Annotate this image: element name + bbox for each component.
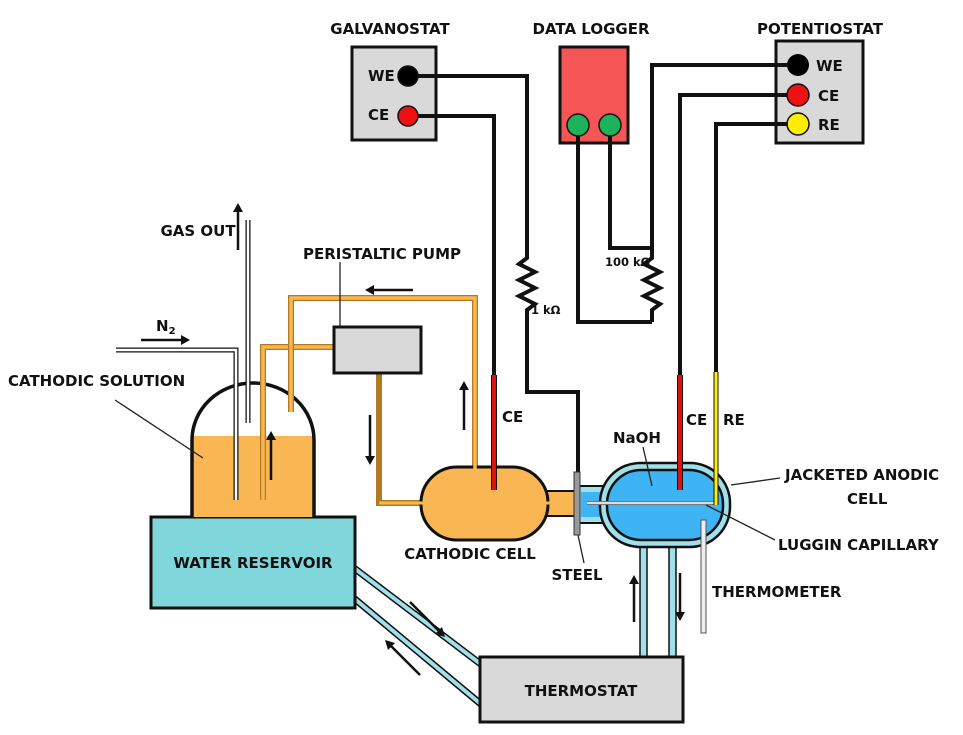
peristaltic-pump-label: PERISTALTIC PUMP	[303, 245, 461, 263]
potentiostat-re-terminal	[786, 112, 810, 136]
arrow-down-icon	[365, 415, 375, 465]
arrow-up-icon	[459, 381, 469, 430]
cathodic-solution-label: CATHODIC SOLUTION	[8, 372, 185, 390]
gas-out-label: GAS OUT	[160, 222, 236, 240]
potentiostat: POTENTIOSTAT WE CE RE	[757, 20, 884, 145]
galvanostat-ce-label: CE	[368, 106, 389, 124]
data-logger: DATA LOGGER	[533, 20, 650, 145]
jacketed-anodic-cell-label: JACKETED ANODIC	[784, 466, 939, 484]
galvanostat-ce-terminal	[397, 105, 419, 127]
potentiostat-ce-terminal	[786, 83, 810, 107]
jacketed-anodic-cell-label-2: CELL	[847, 490, 888, 508]
anodic-cell: NaOH CE RE STEEL	[551, 372, 745, 634]
potentiostat-ce-label: CE	[818, 87, 839, 105]
thermometer	[700, 519, 707, 634]
arrow-right-icon	[141, 335, 190, 345]
thermostat-label: THERMOSTAT	[525, 682, 639, 700]
potentiostat-we-terminal	[787, 54, 809, 76]
galvanostat-we-terminal	[397, 65, 419, 87]
cathodic-cell: CE CATHODIC CELL	[379, 375, 578, 563]
cathodic-solution-vessel	[116, 220, 316, 517]
resistor-1k-label: 1 kΩ	[531, 303, 561, 317]
galvanostat-title: GALVANOSTAT	[330, 20, 450, 38]
arrow-left-icon	[365, 285, 413, 295]
galvanostat-we-label: WE	[368, 67, 395, 85]
flow-arrows	[141, 203, 685, 676]
arrow-down-right-icon	[409, 601, 445, 637]
peristaltic-pump: PERISTALTIC PUMP	[303, 245, 461, 375]
water-reservoir: WATER RESERVOIR	[149, 515, 357, 610]
steel-label: STEEL	[551, 566, 603, 584]
steel-electrode	[573, 471, 581, 536]
data-logger-title: DATA LOGGER	[533, 20, 650, 38]
arrow-up-left-icon	[385, 640, 421, 676]
water-reservoir-label: WATER RESERVOIR	[173, 554, 333, 572]
anodic-re-label: RE	[723, 411, 745, 429]
thermostat: THERMOSTAT	[478, 655, 685, 724]
naoh-label: NaOH	[613, 429, 661, 447]
potentiostat-re-label: RE	[818, 116, 840, 134]
arrow-up-icon	[266, 431, 276, 480]
arrow-up-icon	[233, 203, 243, 250]
data-logger-terminal	[566, 113, 590, 137]
n2-inlet-tube	[116, 348, 238, 500]
resistor-100k-label: 100 kΩ	[605, 255, 651, 269]
potentiostat-title: POTENTIOSTAT	[757, 20, 884, 38]
cathodic-cell-label: CATHODIC CELL	[404, 545, 536, 563]
luggin-capillary-label: LUGGIN CAPILLARY	[778, 536, 940, 554]
cathodic-ce-label: CE	[502, 408, 523, 426]
potentiostat-we-label: WE	[816, 57, 843, 75]
arrow-down-icon	[675, 573, 685, 621]
data-logger-terminal	[598, 113, 622, 137]
galvanostat: GALVANOSTAT WE CE	[330, 20, 450, 142]
thermometer-label: THERMOMETER	[712, 583, 842, 601]
arrow-up-icon	[629, 575, 639, 622]
wiring: 1 kΩ 100 kΩ	[418, 63, 788, 472]
anodic-ce-label: CE	[686, 411, 707, 429]
n2-label: N2	[156, 317, 176, 337]
